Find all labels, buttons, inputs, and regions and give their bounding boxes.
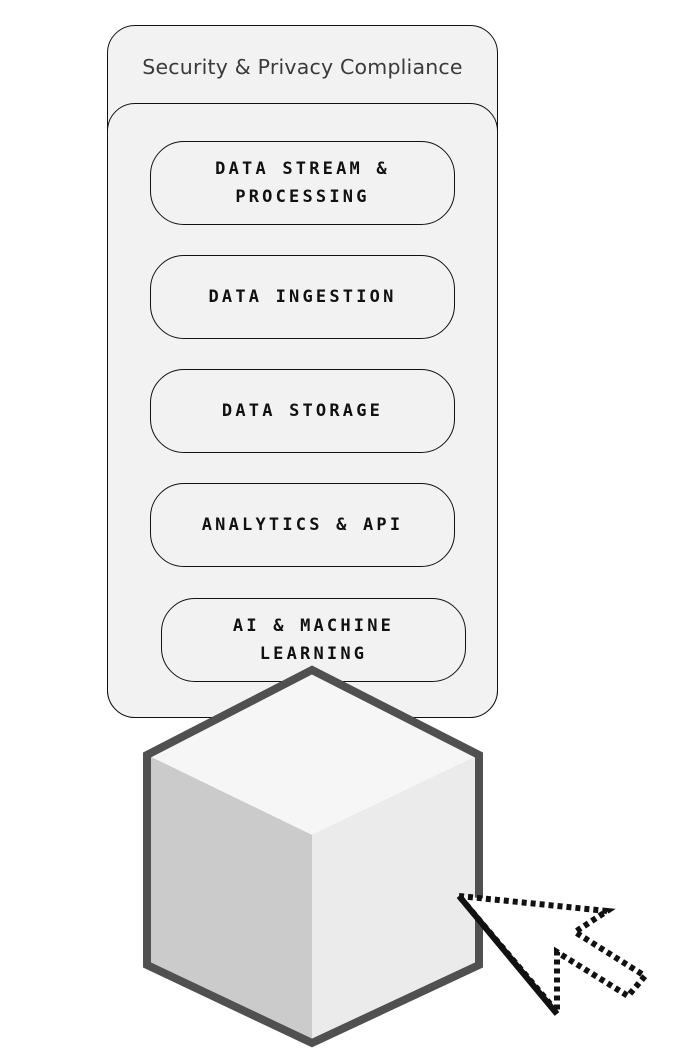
layer-data-stream-processing[interactable]: DATA STREAM & PROCESSING bbox=[150, 141, 455, 225]
layer-analytics-api[interactable]: ANALYTICS & API bbox=[150, 483, 455, 567]
container-title: Security & Privacy Compliance bbox=[142, 55, 463, 79]
cube-icon bbox=[143, 665, 483, 1048]
layer-data-ingestion[interactable]: DATA INGESTION bbox=[150, 255, 455, 339]
layer-data-storage[interactable]: DATA STORAGE bbox=[150, 369, 455, 453]
cursor-arrow-icon[interactable] bbox=[451, 892, 650, 1021]
